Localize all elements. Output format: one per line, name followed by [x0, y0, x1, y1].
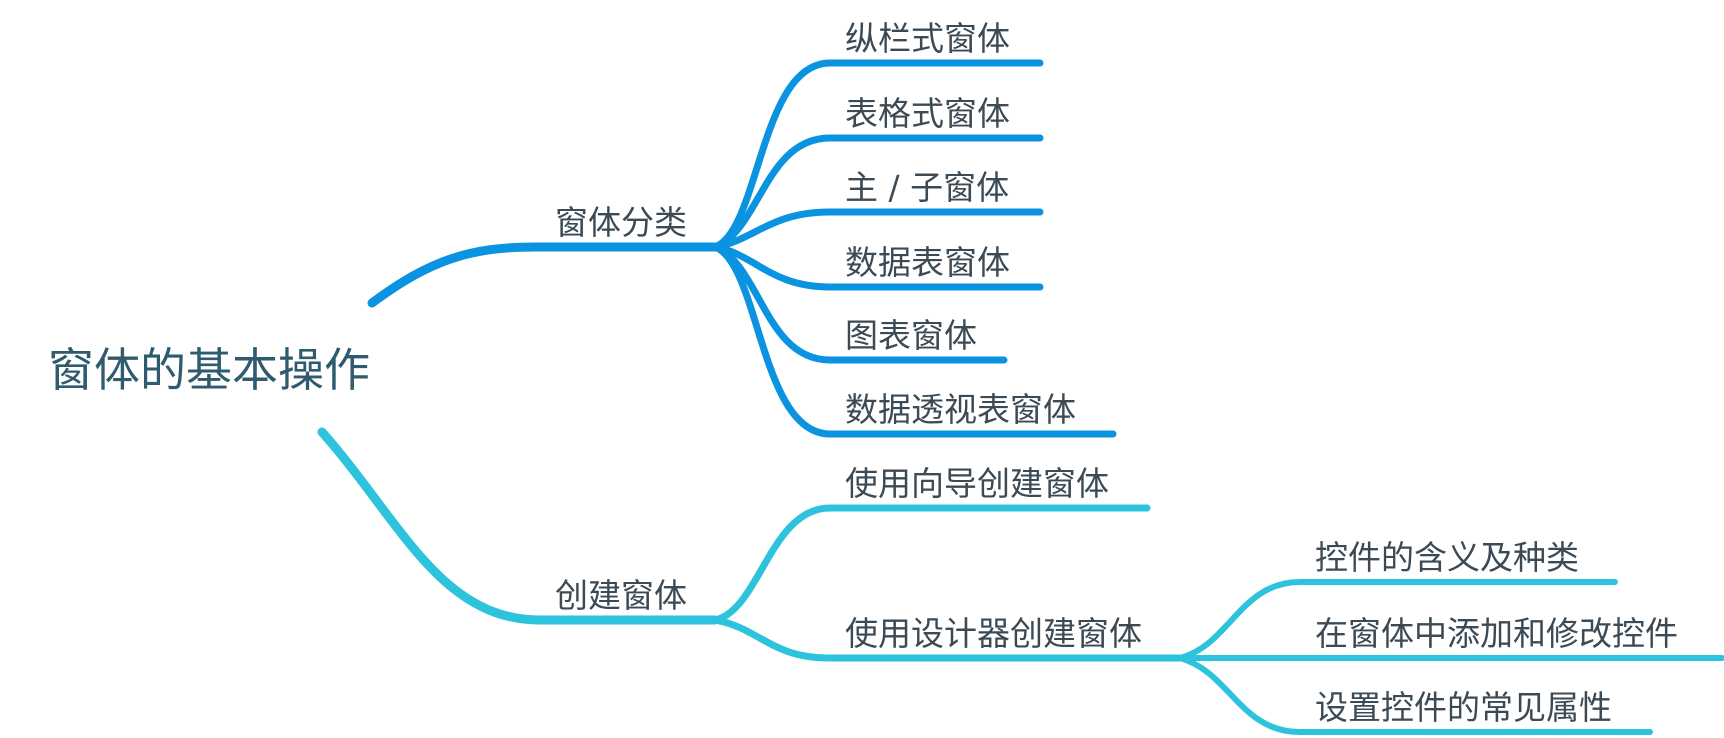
- edge-create-to-designer: [711, 616, 1184, 662]
- edge-designer-to-common-properties: [1177, 655, 1653, 735]
- edge-classification-to-pivot-form: [711, 243, 1117, 438]
- edge-classification-to-main-sub-form: [711, 208, 1044, 251]
- edge-classification-to-datasheet-form: [711, 243, 1044, 291]
- edge-root-to-window-classification: [367, 242, 720, 308]
- root-node: 窗体的基本操作: [48, 343, 370, 397]
- node-columnar-form: 纵栏式窗体: [845, 19, 1010, 58]
- edge-designer-to-control-meaning: [1177, 579, 1618, 661]
- node-control-meaning: 控件的含义及种类: [1315, 538, 1579, 577]
- node-pivot-form: 数据透视表窗体: [845, 390, 1076, 429]
- edge-create-to-wizard: [711, 504, 1151, 624]
- node-chart-form: 图表窗体: [845, 316, 977, 355]
- node-wizard-create: 使用向导创建窗体: [845, 464, 1109, 503]
- node-create-window: 创建窗体: [555, 576, 687, 615]
- node-main-sub-form: 主 / 子窗体: [845, 168, 1010, 207]
- edge-root-to-create-window: [317, 427, 720, 625]
- node-designer-create: 使用设计器创建窗体: [845, 614, 1142, 653]
- node-common-properties: 设置控件的常见属性: [1315, 688, 1612, 727]
- node-tabular-form: 表格式窗体: [845, 94, 1010, 133]
- node-add-modify-controls: 在窗体中添加和修改控件: [1315, 614, 1678, 653]
- node-datasheet-form: 数据表窗体: [845, 243, 1010, 282]
- edge-classification-to-columnar-form: [711, 59, 1044, 251]
- edge-classification-to-tabular-form: [711, 134, 1044, 251]
- node-window-classification: 窗体分类: [555, 203, 687, 242]
